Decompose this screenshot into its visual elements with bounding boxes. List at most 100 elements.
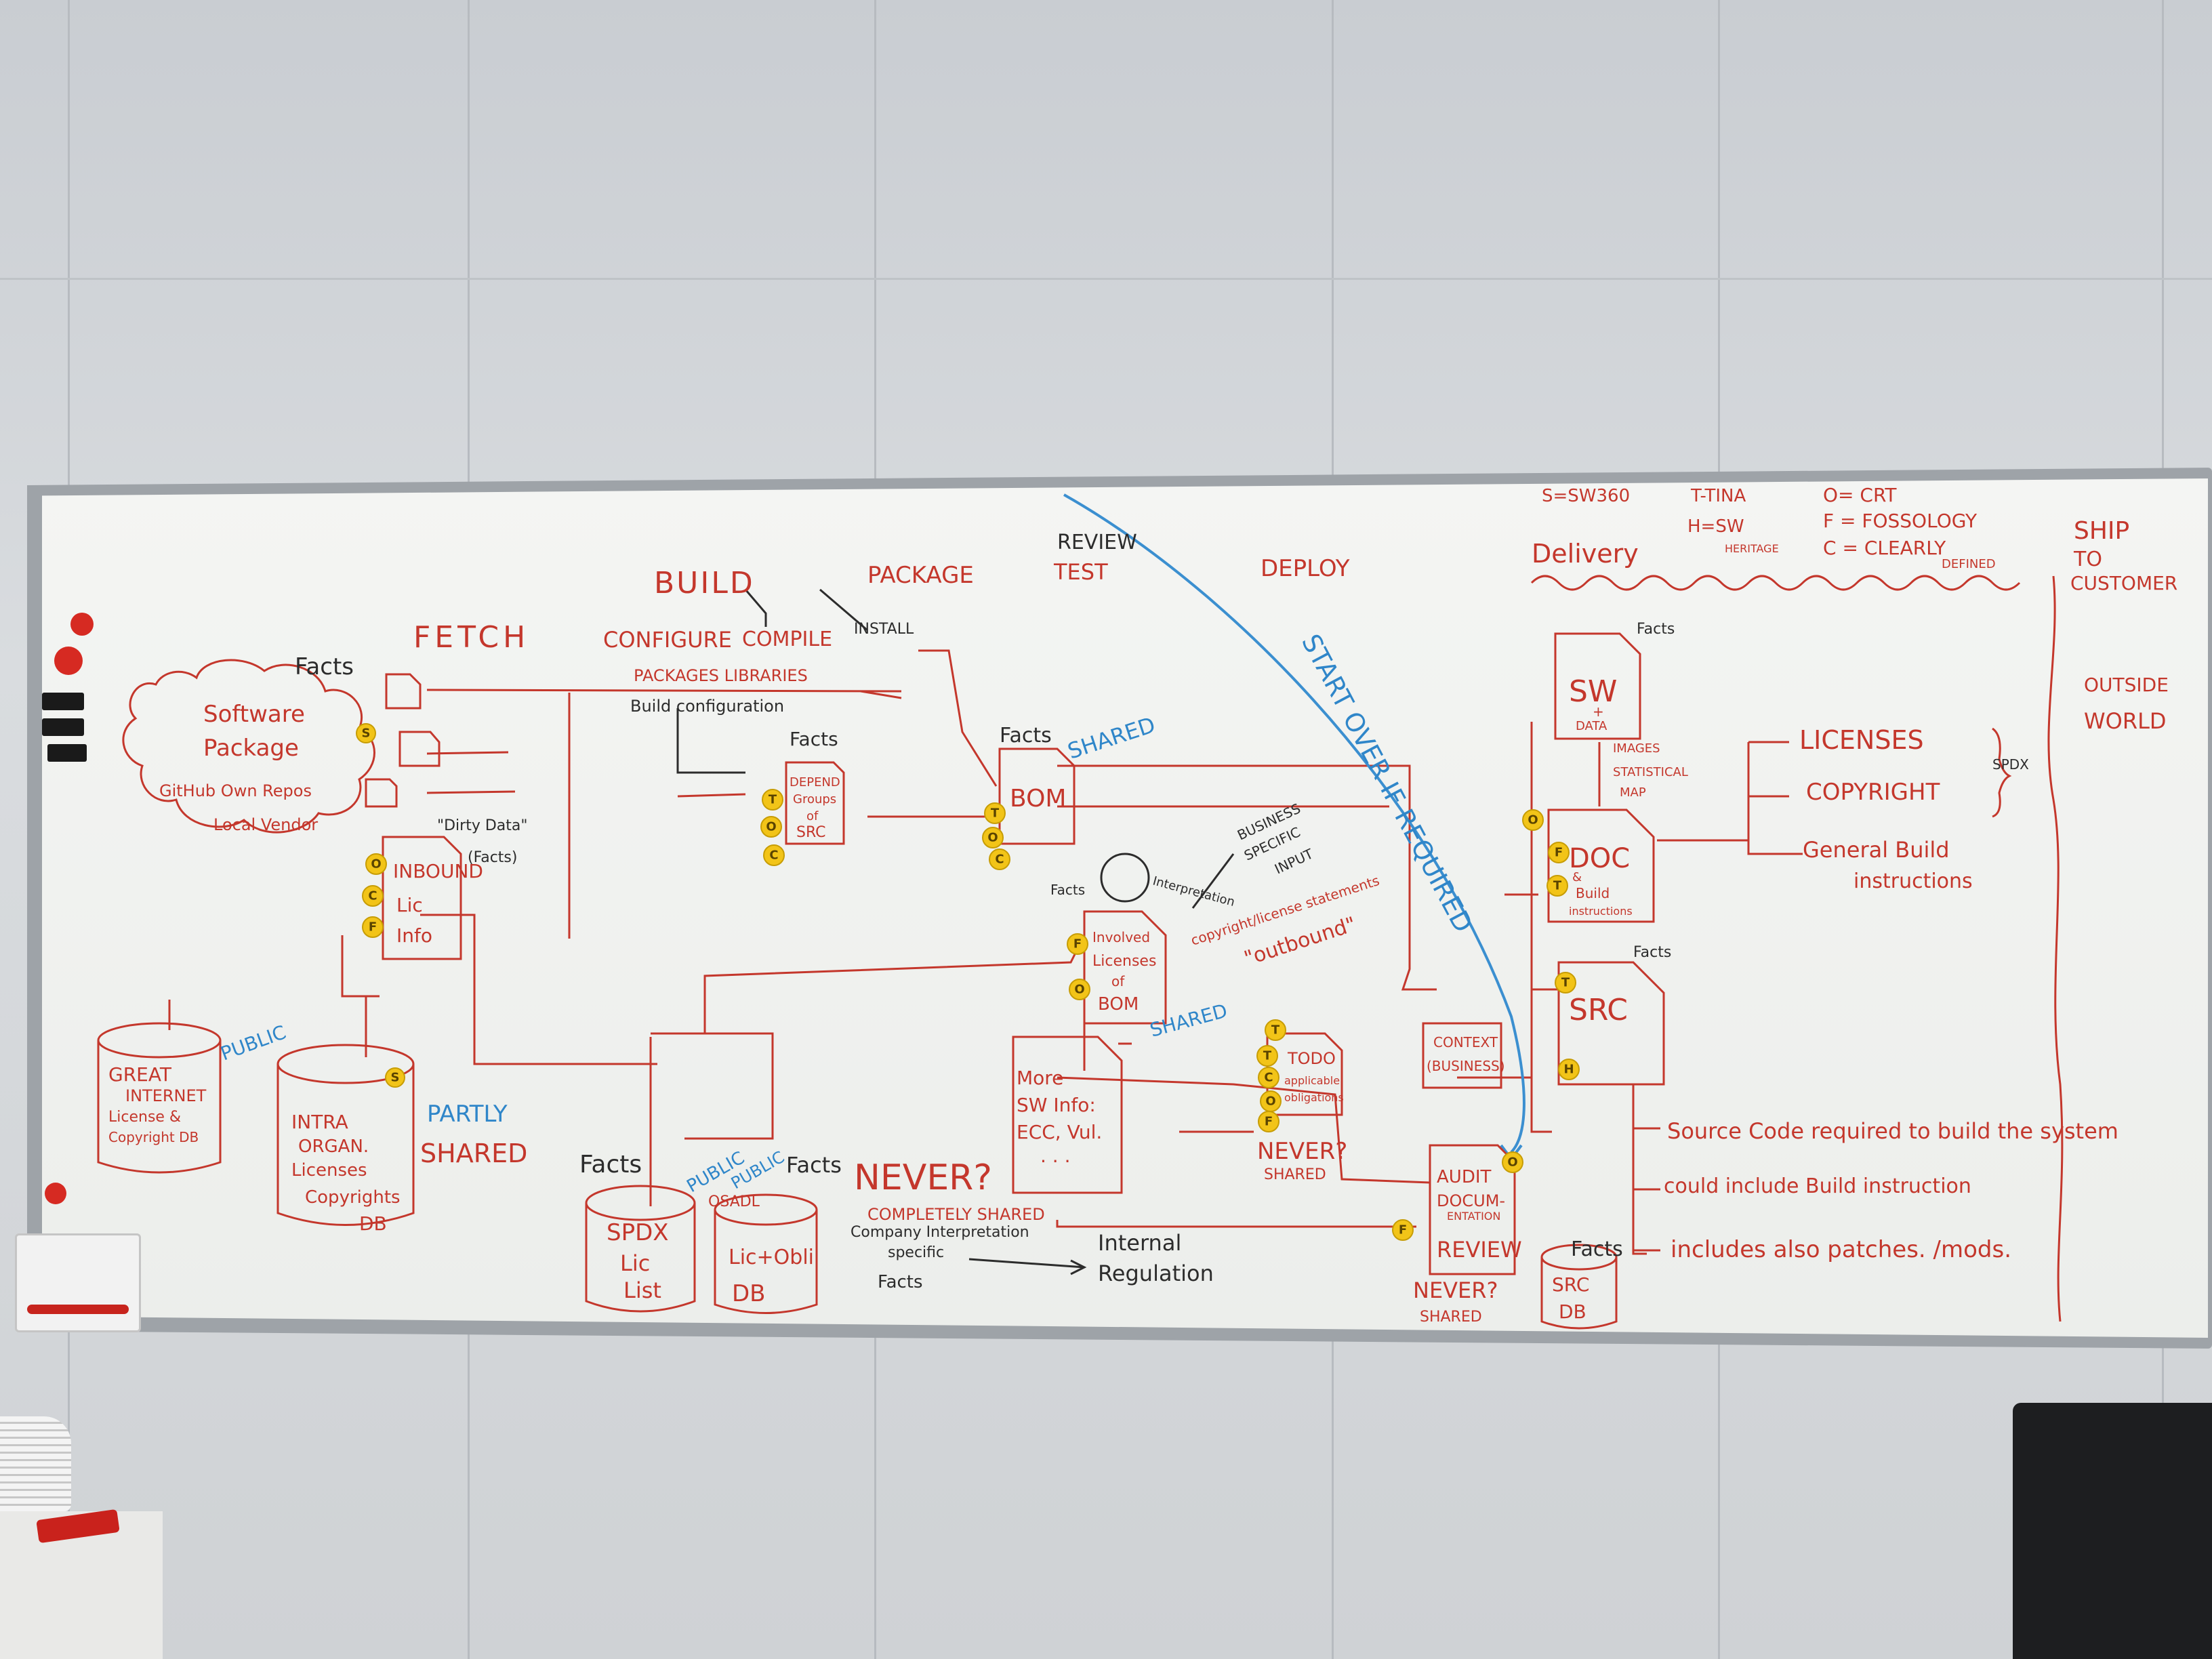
audit-review: REVIEW — [1437, 1237, 1522, 1263]
never-label: NEVER? — [854, 1158, 992, 1198]
intra-org-line4: Copyrights — [305, 1187, 401, 1208]
magnet-o — [1069, 979, 1090, 1000]
phase-install: INSTALL — [854, 621, 914, 638]
magnet-s — [385, 1067, 405, 1088]
intra-org-line5: DB — [359, 1212, 387, 1235]
magnet-c — [1258, 1067, 1279, 1088]
involved-shared: SHARED — [1147, 1000, 1229, 1042]
legend-t: T-TINA — [1690, 486, 1746, 506]
svg-text:O: O — [371, 857, 381, 872]
srcdb-line1: SRC — [1552, 1273, 1589, 1296]
doc-label: DOC — [1569, 843, 1630, 874]
todo-shared: SHARED — [1264, 1166, 1326, 1183]
involved-line1: Involved — [1092, 929, 1150, 945]
svg-text:F: F — [1399, 1223, 1407, 1237]
database-shapes — [97, 1022, 1618, 1330]
wall-seam-horizontal — [0, 278, 2212, 280]
depend-line2: Groups — [793, 792, 836, 806]
svg-text:T: T — [1553, 879, 1562, 893]
software-package-line2: Package — [203, 735, 299, 762]
legend-c: C = CLEARLY — [1823, 537, 1946, 559]
legend-h: H=SW — [1687, 516, 1744, 537]
black-magnet — [42, 693, 84, 710]
inbound-line1: INBOUND — [393, 860, 483, 882]
magnet-o — [1502, 1151, 1523, 1173]
doc-instructions: instructions — [1569, 905, 1633, 918]
internal-regulation-line1: Internal — [1098, 1230, 1181, 1256]
svg-text:C: C — [1264, 1071, 1273, 1085]
srcdb-line2: DB — [1559, 1300, 1586, 1323]
bom-facts: Facts — [1000, 724, 1052, 747]
depend-line1: DEPEND — [790, 775, 840, 790]
todo-never: NEVER? — [1257, 1138, 1347, 1165]
licdb-line1: Lic+Obli — [729, 1246, 814, 1269]
phase-test: TEST — [1053, 559, 1108, 585]
magnet-t — [984, 802, 1006, 824]
licenses-label: LICENSES — [1799, 725, 1924, 755]
inbound-line2: Lic — [396, 894, 423, 916]
svg-text:T: T — [991, 806, 1000, 821]
spdx-facts: Facts — [579, 1151, 642, 1179]
magnet-t — [1256, 1045, 1278, 1067]
svg-text:C: C — [769, 848, 778, 863]
magnet-t — [1547, 875, 1568, 897]
sw-data: DATA — [1576, 719, 1607, 733]
intra-org-line2: ORGAN. — [298, 1136, 369, 1157]
svg-text:C: C — [995, 853, 1004, 867]
magnet-t — [762, 789, 783, 811]
great-internet-line3: License & — [108, 1109, 181, 1126]
depend-facts: Facts — [790, 728, 838, 750]
svg-text:O: O — [1265, 1094, 1275, 1109]
magnet-s — [356, 723, 376, 743]
spdx-line2: Lic — [620, 1250, 650, 1276]
sw-plus: + — [1593, 703, 1604, 720]
svg-text:O: O — [766, 820, 776, 834]
svg-text:F: F — [1555, 846, 1563, 860]
phase-ship-customer: CUSTOMER — [2070, 572, 2177, 594]
phase-delivery: Delivery — [1532, 539, 1639, 569]
depend-line4: SRC — [796, 824, 826, 841]
audit-shared: SHARED — [1420, 1309, 1482, 1326]
phase-deploy: DEPLOY — [1261, 555, 1350, 582]
software-vendor: Local Vendor — [213, 815, 318, 834]
sw-label: SW — [1569, 674, 1617, 709]
company-facts: Facts — [878, 1272, 923, 1292]
svg-text:T: T — [1263, 1049, 1272, 1063]
context-line2: (BUSINESS) — [1427, 1058, 1505, 1074]
doc-build: Build — [1576, 885, 1610, 901]
svg-text:S: S — [391, 1071, 400, 1085]
magnet-o — [760, 816, 782, 838]
phase-package: PACKAGE — [867, 562, 974, 589]
context-line1: CONTEXT — [1433, 1034, 1498, 1050]
software-package-cloud — [122, 659, 375, 834]
todo-line3: obligations — [1284, 1091, 1344, 1104]
black-magnet — [42, 718, 84, 736]
svg-text:H: H — [1563, 1063, 1574, 1077]
magnet-t — [1265, 1019, 1286, 1041]
magnet-f — [362, 916, 384, 938]
legend-c-defined: DEFINED — [1942, 557, 1996, 571]
svg-text:T: T — [1561, 976, 1570, 990]
licdb-facts: Facts — [786, 1152, 842, 1178]
copyright-label: COPYRIGHT — [1806, 779, 1940, 806]
red-magnet — [54, 647, 83, 675]
licdb-line2: DB — [732, 1280, 766, 1307]
company-specific: specific — [888, 1244, 944, 1261]
business-line3: INPUT — [1272, 845, 1316, 877]
general-build-line1: General Build — [1803, 837, 1950, 863]
marker-pen[interactable] — [27, 1305, 129, 1314]
black-magnet — [47, 744, 87, 762]
partly-shared-line1: PARTLY — [427, 1101, 508, 1128]
dirty-data-label: "Dirty Data" — [437, 817, 528, 834]
svg-text:T: T — [1271, 1023, 1280, 1038]
completely-shared: COMPLETELY SHARED — [867, 1205, 1045, 1224]
more-line3: ECC, Vul. — [1017, 1121, 1102, 1143]
svg-text:T: T — [769, 793, 777, 807]
public-label: PUBLIC — [218, 1021, 289, 1065]
legend-f: F = FOSSOLOGY — [1823, 510, 1978, 532]
diagram-black-lines — [676, 588, 1235, 1275]
src-label: SRC — [1569, 993, 1628, 1027]
diagram-lines — [168, 575, 2064, 1322]
facts-label: Facts — [295, 653, 354, 680]
